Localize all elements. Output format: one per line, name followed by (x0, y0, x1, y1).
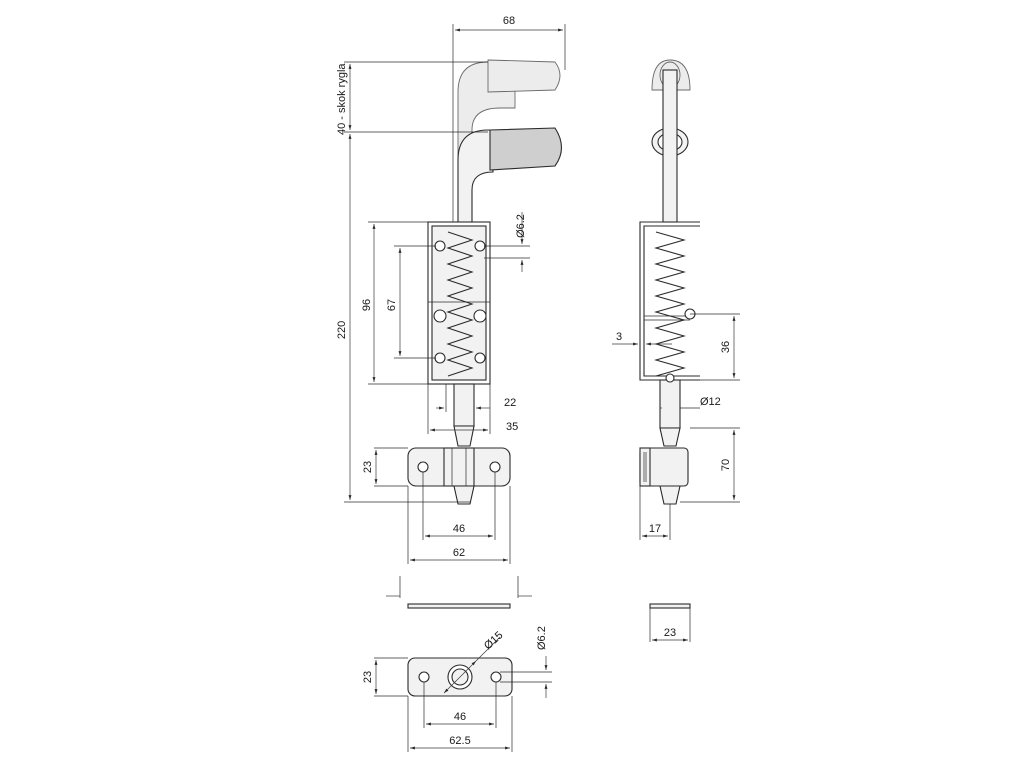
spring-side (653, 231, 687, 377)
spring-front (446, 231, 474, 377)
dim-body-width: 35 (506, 421, 518, 433)
dim-side-offset: 3 (616, 331, 622, 343)
keeper-front (407, 447, 511, 505)
rod-side (662, 69, 678, 223)
dim-plate-hole-small: Ø6.2 (536, 626, 548, 650)
dim-bolt-width: 22 (504, 397, 516, 409)
dim-side-length: 36 (720, 341, 732, 353)
dim-plate-height: 23 (362, 671, 374, 683)
dim-plate-width: 62.5 (449, 735, 470, 747)
handle-raised (457, 59, 561, 223)
dim-total-length: 220 (336, 321, 348, 339)
dim-bolt-dia: Ø12 (700, 396, 721, 408)
plate-edge-views: 23 (386, 576, 691, 642)
dim-keeper-height: 23 (362, 461, 374, 473)
dim-plate-hole-large: Ø15 (482, 629, 505, 652)
dim-keeper-width: 62 (453, 547, 465, 559)
dim-keeper-depth: 17 (649, 523, 661, 535)
dim-keeper-hole-spacing: 46 (453, 523, 465, 535)
dim-plate-thickness-width: 23 (664, 627, 676, 639)
housing-body (427, 221, 491, 385)
dim-bolt-extension: 70 (720, 459, 732, 471)
front-view: 68 40 - skok rygla 220 96 67 Ø6.2 22 35 … (336, 15, 566, 564)
bolt-side (659, 373, 681, 447)
bolt-front (453, 383, 475, 447)
side-view: 3 36 Ø12 70 17 (612, 59, 740, 540)
dim-plate-hole-spacing: 46 (454, 711, 466, 723)
dim-body-height: 96 (361, 299, 373, 311)
dim-hole-spacing-vertical: 67 (386, 299, 398, 311)
dim-handle-offset: 68 (503, 15, 515, 27)
plate-plan-view: 23 Ø15 Ø6.2 46 62.5 (362, 626, 552, 752)
keeper-side (639, 447, 689, 505)
dim-body-hole-dia: Ø6.2 (515, 214, 527, 238)
dim-bolt-travel: 40 - skok rygla (336, 63, 348, 135)
handle-lowered (457, 127, 563, 223)
